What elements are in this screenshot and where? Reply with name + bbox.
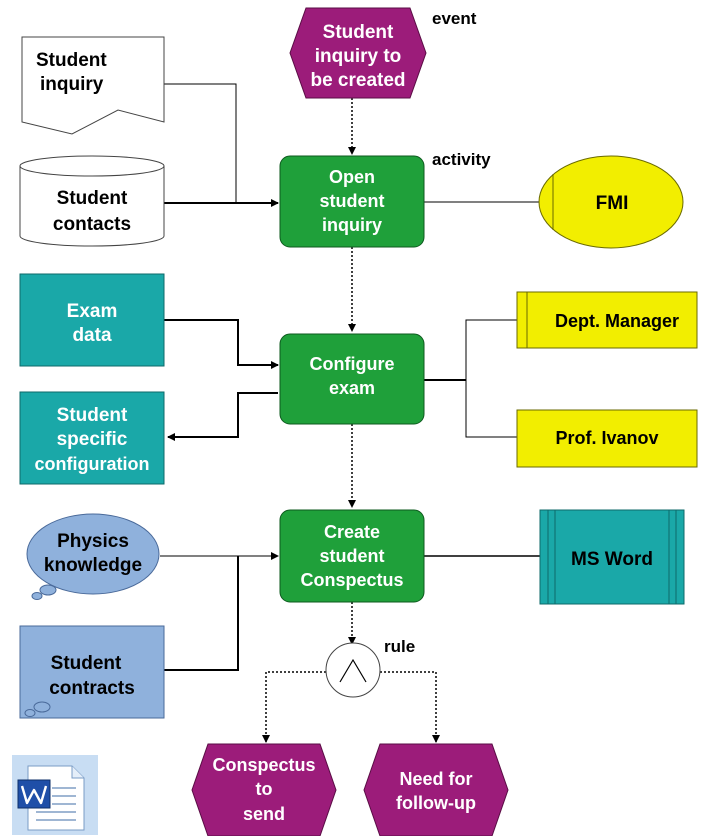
document-student-inquiry[interactable]: Student inquiry [21,36,165,135]
function-label-line: Open [329,167,375,187]
system-label: MS Word [571,549,653,570]
data-label-line: specific [57,429,128,450]
org-unit-label: Dept. Manager [555,311,679,331]
data-label-line: Student [57,405,128,426]
system-ms-word[interactable]: MS Word [539,509,685,605]
function-label-line: exam [329,378,375,398]
org-unit-prof-ivanov[interactable]: Prof. Ivanov [516,409,698,468]
event-label-line: inquiry to [315,46,402,67]
event-label-line: Student [323,22,394,43]
data-label-line: configuration [35,454,150,474]
word-document-icon[interactable] [12,755,98,835]
data-label-line: Exam [67,301,118,322]
event-student-inquiry-to-be-created[interactable]: Student inquiry to be created [289,7,427,99]
data-exam-data[interactable]: Exam data [19,273,165,367]
function-label-line: inquiry [322,215,382,235]
data-student-contracts[interactable]: Student contracts [19,625,165,719]
data-label-line: data [72,325,112,346]
database-label-line: contacts [53,214,131,235]
function-label-line: Create [324,522,380,542]
annotation-activity: activity [432,150,491,169]
function-open-student-inquiry[interactable]: Open student inquiry [279,155,425,248]
org-unit-label: Prof. Ivanov [555,428,658,448]
function-configure-exam[interactable]: Configure exam [279,333,425,425]
function-label-line: student [320,191,385,211]
event-label-line: be created [310,70,405,91]
event-label-line: Conspectus [212,755,315,775]
function-create-student-conspectus[interactable]: Create student Conspectus [279,509,425,603]
data-student-specific-configuration[interactable]: Student specific configuration [19,391,165,485]
org-unit-dept-manager[interactable]: Dept. Manager [516,291,698,349]
event-label-line: Need for [399,769,472,789]
annotation-rule: rule [384,637,415,656]
database-label-line: Student [57,188,128,209]
document-label-line: Student [36,50,107,71]
org-unit-fmi[interactable]: FMI [538,155,684,249]
flow-rule-to-conspectus [262,671,326,743]
document-label-line: inquiry [40,74,104,95]
knowledge-label-line: Physics [57,531,129,552]
database-student-contacts[interactable]: Student contacts [19,155,165,247]
data-label-line: Student [51,653,122,674]
event-conspectus-to-send[interactable]: Conspectus to send [191,743,337,836]
event-label-line: to [256,779,273,799]
function-label-line: student [320,546,385,566]
function-label-line: Conspectus [300,570,403,590]
connectors [160,83,540,743]
data-label-line: contracts [49,678,135,699]
knowledge-physics-knowledge[interactable]: Physics knowledge [26,513,160,600]
function-label-line: Configure [310,354,395,374]
annotation-event: event [432,9,477,28]
event-need-for-follow-up[interactable]: Need for follow-up [363,743,509,836]
event-label-line: follow-up [396,793,476,813]
knowledge-label-line: knowledge [44,555,142,576]
and-operator-icon[interactable] [325,642,381,698]
flow-rule-to-followup [380,671,440,743]
event-label-line: send [243,804,285,824]
org-unit-label: FMI [596,193,629,214]
